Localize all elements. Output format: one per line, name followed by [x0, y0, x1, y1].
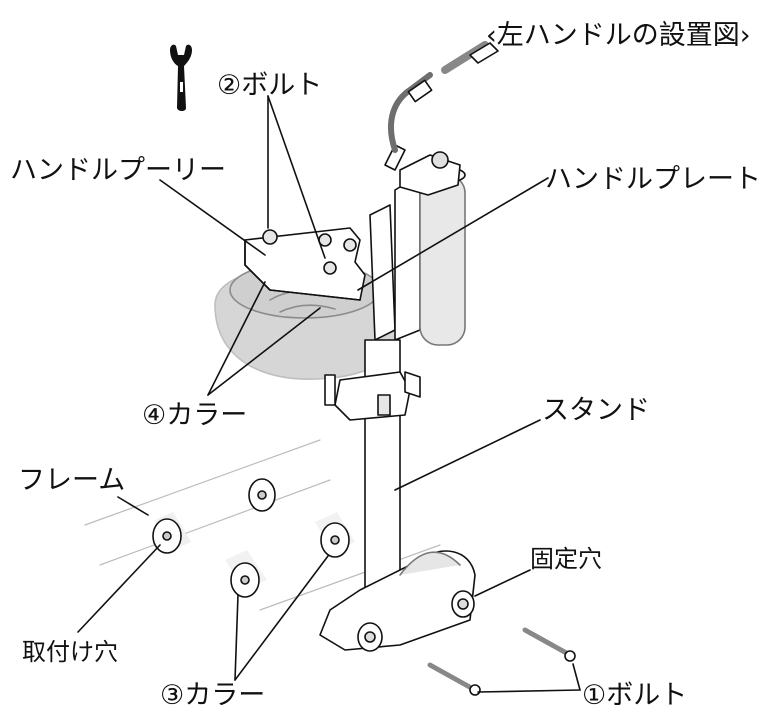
bolts-1	[427, 627, 576, 696]
label-collar-3: ③カラー	[160, 680, 266, 711]
label-frame: フレーム	[18, 465, 126, 496]
leader-lines	[77, 95, 581, 693]
label-mounting-hole: 取付け穴	[22, 638, 118, 666]
label-handle-pulley: ハンドルプーリー	[10, 155, 226, 186]
label-stand: スタンド	[542, 395, 650, 426]
collar	[248, 478, 276, 512]
collars-3	[152, 478, 355, 598]
label-collar-4: ④カラー	[142, 400, 248, 431]
diagram-caption: ‹左ハンドルの設置図›	[486, 20, 751, 51]
collar	[225, 550, 267, 598]
handle-grip-assembly	[369, 41, 499, 346]
frame-lines	[84, 439, 441, 611]
label-bolt-1: ①ボルト	[582, 680, 688, 711]
label-handle-plate: ハンドルプレート	[545, 164, 761, 195]
wrench-icon	[170, 44, 192, 111]
label-bolt-2: ②ボルト	[217, 70, 323, 101]
label-fixing-hole: 固定穴	[530, 545, 602, 573]
stand-column	[319, 339, 476, 652]
collar	[315, 512, 355, 558]
handle-plate	[244, 227, 366, 301]
